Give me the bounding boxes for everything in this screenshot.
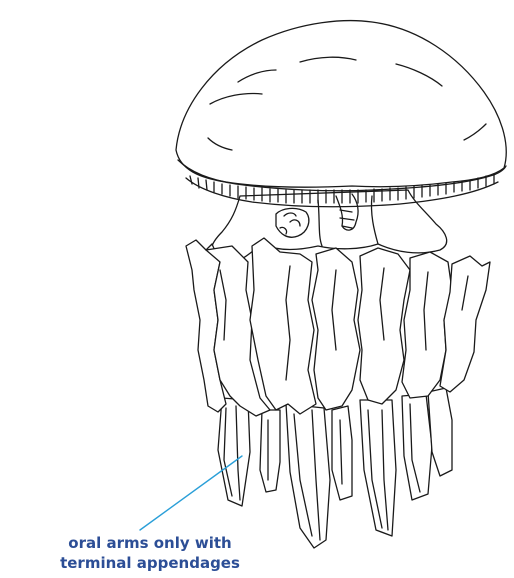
callout-label-line1: oral arms only with [0,534,300,553]
bell [176,21,506,188]
oral-arms [186,238,490,416]
callout-label-line2: terminal appendages [0,554,300,573]
